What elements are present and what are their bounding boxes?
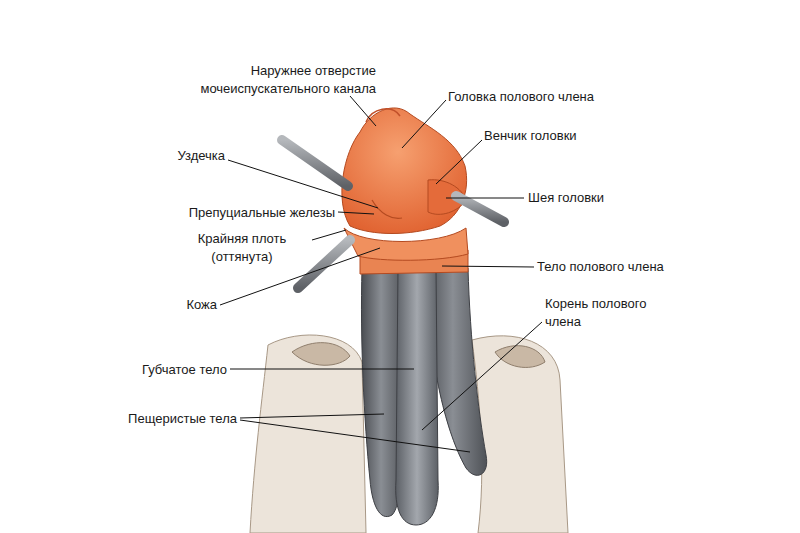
part-label: Наружнее отверстие мочеиспускательного к…: [176, 62, 376, 98]
part-label: Крайняя плоть (оттянута): [167, 230, 317, 266]
part-label: Головка полового члена: [448, 88, 594, 106]
part-label: Тело полового члена: [537, 258, 664, 276]
part-label: Пещеристые тела: [128, 410, 237, 428]
part-label: Уздечка: [177, 147, 225, 165]
part-label: Губчатое тело: [142, 361, 227, 379]
part-label: Венчик головки: [484, 127, 577, 145]
part-label: Препуциальные железы: [189, 204, 335, 222]
part-label: Шея головки: [528, 189, 604, 207]
part-label: Кожа: [186, 296, 217, 314]
part-label: Корень полового члена: [545, 295, 675, 331]
